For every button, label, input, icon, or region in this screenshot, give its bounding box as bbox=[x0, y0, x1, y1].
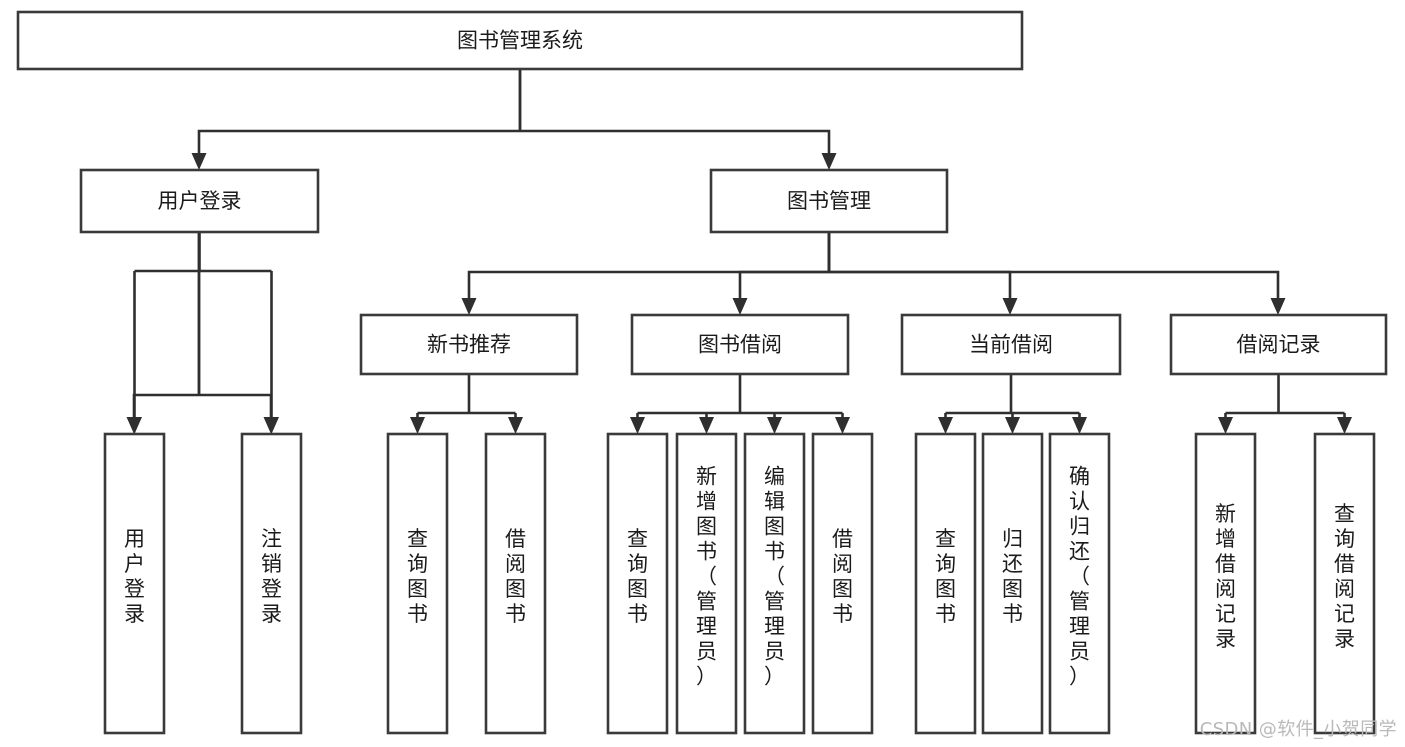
node-box-leaf-query-book-2[interactable] bbox=[606, 432, 669, 735]
arrowhead-icon bbox=[1072, 417, 1087, 434]
node-leaf-borrow-book-1[interactable]: 借阅图书 bbox=[484, 432, 547, 735]
node-box-leaf-borrow-book-2[interactable] bbox=[811, 432, 874, 735]
node-box-borrow-record[interactable] bbox=[1169, 313, 1388, 376]
edge-root-to-user-login bbox=[191, 69, 522, 170]
node-leaf-query-record[interactable]: 查询借阅记录 bbox=[1313, 432, 1376, 735]
node-label-book-manage: 图书管理 bbox=[787, 189, 871, 213]
node-leaf-confirm-return[interactable]: 确认归还（管理员） bbox=[1048, 432, 1111, 735]
node-label-new-book-recommend: 新书推荐 bbox=[427, 333, 511, 357]
node-leaf-add-record[interactable]: 新增借阅记录 bbox=[1194, 432, 1257, 735]
edge-book-manage-to-new-book-recommend bbox=[461, 232, 831, 315]
node-new-book-recommend[interactable]: 新书推荐 bbox=[359, 313, 579, 376]
node-box-leaf-return-book[interactable] bbox=[981, 432, 1044, 735]
arrowhead-icon bbox=[1337, 417, 1352, 434]
arrowhead-icon bbox=[835, 417, 850, 434]
edge-group-borrow-record bbox=[1218, 374, 1352, 434]
node-box-leaf-borrow-book-1[interactable] bbox=[484, 432, 547, 735]
node-label-leaf-borrow-book-2: 借阅图书 bbox=[832, 527, 853, 626]
node-box-leaf-logout[interactable] bbox=[240, 432, 303, 735]
node-box-leaf-add-record[interactable] bbox=[1194, 432, 1257, 735]
node-label-root: 图书管理系统 bbox=[457, 29, 583, 53]
arrowhead-icon bbox=[264, 417, 279, 434]
arrowhead-icon bbox=[1218, 417, 1233, 434]
node-label-book-borrow: 图书借阅 bbox=[698, 333, 782, 357]
edge-group-user-login bbox=[127, 232, 279, 434]
node-label-leaf-query-record: 查询借阅记录 bbox=[1334, 502, 1355, 651]
node-box-current-borrow[interactable] bbox=[900, 313, 1122, 376]
node-label-leaf-user-login: 用户登录 bbox=[124, 527, 145, 626]
node-leaf-query-book-3[interactable]: 查询图书 bbox=[914, 432, 977, 735]
node-book-manage[interactable]: 图书管理 bbox=[709, 168, 949, 234]
node-leaf-query-book-2[interactable]: 查询图书 bbox=[606, 432, 669, 735]
edge-group-book-borrow bbox=[630, 374, 850, 434]
node-box-leaf-add-book[interactable] bbox=[675, 432, 738, 735]
node-box-user-login[interactable] bbox=[79, 168, 320, 234]
arrowhead-icon bbox=[699, 417, 714, 434]
arrowhead-icon bbox=[508, 417, 523, 434]
edge-root-to-book-manage bbox=[518, 69, 837, 170]
watermark-label: CSDN @软件_小贺同学 bbox=[1199, 719, 1397, 740]
edge-book-manage-to-book-borrow bbox=[732, 232, 831, 315]
node-box-leaf-confirm-return[interactable] bbox=[1048, 432, 1111, 735]
node-box-leaf-query-book-1[interactable] bbox=[386, 432, 449, 735]
node-label-borrow-record: 借阅记录 bbox=[1237, 333, 1321, 357]
node-label-user-login: 用户登录 bbox=[158, 189, 242, 213]
node-label-leaf-add-record: 新增借阅记录 bbox=[1215, 502, 1236, 651]
node-label-leaf-add-book: 新增图书（管理员） bbox=[696, 465, 717, 689]
node-user-login[interactable]: 用户登录 bbox=[79, 168, 320, 234]
edge-book-manage-to-borrow-record bbox=[827, 232, 1286, 315]
node-label-leaf-edit-book: 编辑图书（管理员） bbox=[764, 465, 785, 689]
node-label-leaf-logout: 注销登录 bbox=[261, 527, 282, 626]
node-book-borrow[interactable]: 图书借阅 bbox=[630, 313, 850, 376]
node-label-leaf-query-book-2: 查询图书 bbox=[627, 527, 648, 626]
node-layer: 图书管理系统用户登录图书管理新书推荐图书借阅当前借阅借阅记录用户登录注销登录查询… bbox=[16, 10, 1388, 735]
arrowhead-icon bbox=[1270, 298, 1286, 315]
arrowhead-icon bbox=[938, 417, 953, 434]
node-label-leaf-borrow-book-1: 借阅图书 bbox=[505, 527, 526, 626]
node-root[interactable]: 图书管理系统 bbox=[16, 10, 1024, 71]
arrowhead-icon bbox=[1002, 298, 1018, 315]
node-label-current-borrow: 当前借阅 bbox=[969, 333, 1053, 357]
arrowhead-icon bbox=[767, 417, 782, 434]
node-box-leaf-query-book-3[interactable] bbox=[914, 432, 977, 735]
arrowhead-icon bbox=[191, 153, 207, 170]
connector-layer bbox=[126, 69, 1352, 434]
node-box-book-manage[interactable] bbox=[709, 168, 949, 234]
edge-group-current-borrow bbox=[938, 374, 1087, 434]
node-leaf-logout[interactable]: 注销登录 bbox=[240, 432, 303, 735]
edge-user-login-to-leaf-user-login bbox=[126, 232, 201, 434]
edge-group-new-book-recommend bbox=[410, 374, 523, 434]
node-leaf-return-book[interactable]: 归还图书 bbox=[981, 432, 1044, 735]
node-leaf-user-login[interactable]: 用户登录 bbox=[103, 432, 166, 735]
arrowhead-icon bbox=[1005, 417, 1020, 434]
node-leaf-query-book-1[interactable]: 查询图书 bbox=[386, 432, 449, 735]
node-box-leaf-user-login[interactable] bbox=[103, 432, 166, 735]
arrowhead-icon bbox=[410, 417, 425, 434]
node-box-new-book-recommend[interactable] bbox=[359, 313, 579, 376]
node-leaf-borrow-book-2[interactable]: 借阅图书 bbox=[811, 432, 874, 735]
arrowhead-icon bbox=[461, 298, 477, 315]
arrowhead-icon bbox=[732, 298, 748, 315]
node-label-leaf-return-book: 归还图书 bbox=[1002, 527, 1023, 626]
node-leaf-edit-book[interactable]: 编辑图书（管理员） bbox=[743, 432, 806, 735]
node-box-book-borrow[interactable] bbox=[630, 313, 850, 376]
node-borrow-record[interactable]: 借阅记录 bbox=[1169, 313, 1388, 376]
node-label-leaf-query-book-1: 查询图书 bbox=[407, 527, 428, 626]
arrowhead-icon bbox=[630, 417, 645, 434]
node-box-root[interactable] bbox=[16, 10, 1024, 71]
arrowhead-icon bbox=[127, 417, 142, 434]
node-label-leaf-query-book-3: 查询图书 bbox=[935, 527, 956, 626]
edge-user-login-to-leaf-logout bbox=[197, 232, 279, 434]
node-box-leaf-edit-book[interactable] bbox=[743, 432, 806, 735]
node-current-borrow[interactable]: 当前借阅 bbox=[900, 313, 1122, 376]
arrowhead-icon bbox=[821, 153, 837, 170]
edge-book-manage-to-current-borrow bbox=[827, 232, 1018, 315]
node-label-leaf-confirm-return: 确认归还（管理员） bbox=[1069, 465, 1090, 689]
node-box-leaf-query-record[interactable] bbox=[1313, 432, 1376, 735]
node-leaf-add-book[interactable]: 新增图书（管理员） bbox=[675, 432, 738, 735]
